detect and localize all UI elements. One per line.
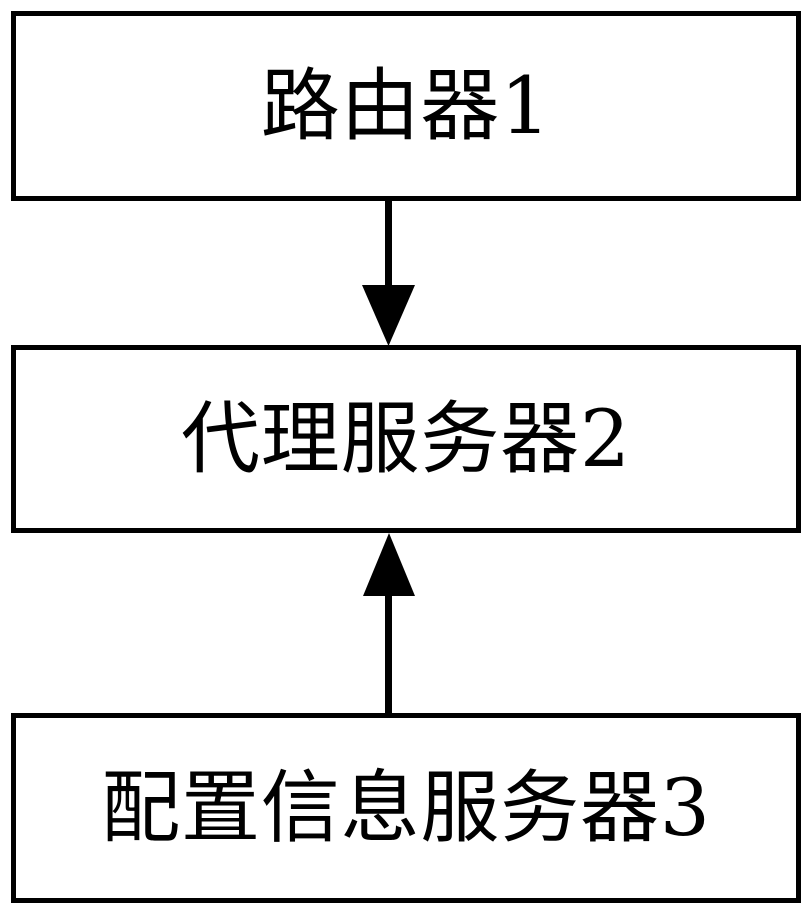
connector-config-to-proxy-arrowhead [363, 533, 415, 596]
node-label-proxy: 代理服务器2 [180, 392, 631, 485]
connector-router-to-proxy-arrowhead [362, 285, 415, 346]
connector-config-to-proxy [363, 533, 415, 713]
node-label-config: 配置信息服务器3 [101, 761, 711, 854]
node-box-config: 配置信息服务器3 [11, 713, 801, 903]
node-label-router: 路由器1 [260, 59, 552, 152]
node-box-router: 路由器1 [11, 11, 801, 201]
connector-router-to-proxy [362, 201, 415, 346]
node-box-proxy: 代理服务器2 [11, 345, 801, 533]
